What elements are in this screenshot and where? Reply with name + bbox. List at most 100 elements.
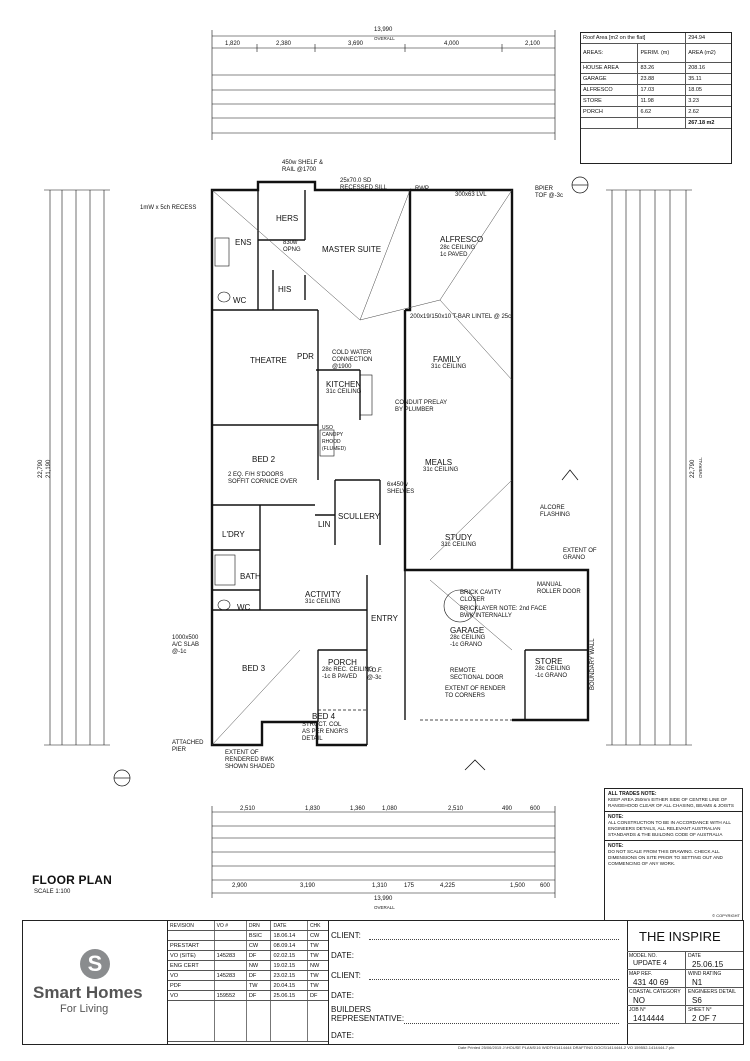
area-row-area: 3.23: [685, 95, 731, 107]
map-value: 431 40 69: [633, 978, 669, 987]
marker-circles: [113, 176, 589, 787]
logo-box: S Smart Homes For Living: [23, 921, 168, 1044]
note-recessed-sill: 25x70.0 SD RECESSED SILL: [340, 178, 388, 191]
rev-row: VO 145283 DF 23.02.15 TW: [168, 970, 328, 981]
engineer-value: S6: [692, 996, 702, 1005]
area-row: STORE 11.98 3.23: [581, 95, 731, 107]
top-overall-label: OVERALL: [374, 36, 395, 41]
logo-icon: S: [80, 949, 110, 979]
rev-header: VO #: [213, 921, 247, 931]
area-row-perim: 83.26: [637, 62, 686, 74]
builders-signature-line[interactable]: [404, 1023, 619, 1024]
client-label-2: CLIENT:: [331, 971, 361, 980]
note-boundary-wall: BOUNDARY WALL: [590, 638, 596, 690]
rev-cell: [213, 960, 247, 971]
room-porch-note: 28c REC. CEILING -1c B PAVED: [322, 667, 374, 680]
top-dim-4: 4,000: [444, 41, 460, 47]
roof-area-value: 294.94: [685, 33, 731, 44]
room-ens: ENS: [235, 238, 252, 247]
rev-cell: PRESTART: [168, 940, 215, 951]
wind-label: WIND RATING: [688, 971, 722, 977]
bottom-dim-1: 2,510: [240, 806, 256, 812]
bottom-dim-4: 1,080: [382, 806, 398, 812]
room-bed3: BED 3: [242, 664, 266, 673]
notes-all-trades: ALL TRADES NOTE: KEEP AREA 250mm EITHER …: [605, 789, 742, 812]
note-lvl-300: 300x63 LVL: [455, 192, 487, 198]
area-table: Roof Area [m2 on the flat] 294.94 AREAS:…: [580, 32, 732, 164]
area-row-name: ALFRESCO: [581, 84, 638, 96]
copyright: © COPYRIGHT: [712, 913, 740, 918]
bottom-dim-5: 2,510: [448, 806, 464, 812]
bottom-dimension-lines: [211, 806, 556, 898]
title-block: S Smart Homes For Living REVISION VO # D…: [22, 920, 744, 1045]
note-soffit-bed2: 2 EQ. F/H S'DOORS SOFFIT CORNICE OVER: [228, 472, 298, 485]
rev-cell: TW: [306, 970, 328, 981]
room-study-note: 31c CEILING: [441, 542, 477, 548]
rev-cell: NW: [245, 960, 271, 971]
area-row: GARAGE 23.88 35.11: [581, 73, 731, 85]
area-row-name: GARAGE: [581, 73, 638, 85]
bottom-total-6: 1,500: [510, 883, 526, 889]
brand-name: Smart Homes: [33, 983, 143, 1002]
room-garage: GARAGE: [450, 626, 485, 635]
plan-scale: SCALE 1:100: [34, 889, 71, 895]
client-signoff: CLIENT: DATE: CLIENT: DATE: BUILDERS REP…: [329, 921, 628, 1044]
project-info: THE INSPIRE MODEL NO. UPDATE 4 DATE 25.0…: [627, 921, 743, 1044]
area-row-perim: 17.03: [637, 84, 686, 96]
bottom-total-1: 2,900: [232, 883, 248, 889]
bottom-dim-6: 490: [502, 806, 513, 812]
client-signature-line-2[interactable]: [369, 979, 619, 980]
right-overall-dim: 22,790: [690, 459, 696, 478]
room-store-note: 28c CEILING -1c GRANO: [535, 666, 571, 679]
builders-label: BUILDERS REPRESENTATIVE:: [331, 1005, 405, 1023]
col-perim: PERIM. (m): [637, 43, 686, 63]
rev-cell: 19.02.15: [270, 960, 308, 971]
sheet-value: 2 OF 7: [692, 1014, 717, 1023]
rev-cell: CW: [306, 930, 328, 941]
note-shelf-rail: 450w SHELF & RAIL @1700: [282, 160, 324, 173]
engineer-label: ENGINEERS DETAIL: [688, 989, 736, 995]
rev-cell: [168, 930, 215, 941]
room-scullery: SCULLERY: [338, 512, 381, 521]
rev-cell: VO: [168, 970, 215, 981]
note-canopy: USO CANOPY RHOOD (FLUMED): [322, 425, 346, 452]
room-wc-ens: WC: [233, 296, 247, 305]
date-label: DATE: [688, 953, 701, 959]
room-store: STORE: [535, 657, 563, 666]
rev-row: VO 159552 DF 25.06.15 DF: [168, 990, 328, 1001]
room-lin: LIN: [318, 520, 331, 529]
date-label-1: DATE:: [331, 951, 354, 960]
rev-cell: TW: [306, 980, 328, 991]
bottom-dim-3: 1,360: [350, 806, 366, 812]
col-area: AREA (m2): [685, 43, 731, 63]
room-garage-note: 28c CEILING -1c GRANO: [450, 635, 486, 648]
top-dimension-lines: [211, 30, 556, 140]
area-row-area: 2.62: [685, 106, 731, 118]
note-tof: T.O.F. @-3c: [367, 668, 383, 681]
rev-cell: 18.06.14: [270, 930, 308, 941]
rev-cell: DF: [306, 990, 328, 1001]
top-overall-dim: 13,990: [374, 27, 393, 33]
area-row: PORCH 6.62 2.62: [581, 106, 731, 118]
room-pdr: PDR: [297, 352, 314, 361]
rev-cell: [213, 940, 247, 951]
bottom-total-5: 4,225: [440, 883, 456, 889]
room-kitchen-note: 31c CEILING: [326, 389, 362, 395]
client-signature-line-1[interactable]: [369, 939, 619, 940]
plan-title: FLOOR PLAN: [32, 873, 112, 887]
section-marks: [464, 469, 579, 771]
area-row-name: HOUSE AREA: [581, 62, 638, 74]
area-row-name: STORE: [581, 95, 638, 107]
bottom-overall-label: OVERALL: [374, 905, 395, 910]
brand-tagline: For Living: [60, 1003, 109, 1015]
room-theatre: THEATRE: [250, 356, 287, 365]
left-dimension-lines: [44, 189, 110, 746]
room-his: HIS: [278, 285, 292, 294]
note-bricklayer: BRICKLAYER NOTE: 2nd FACE BWK INTERNALLY: [460, 606, 547, 619]
top-dim-2: 2,380: [276, 41, 292, 47]
room-meals-note: 31c CEILING: [423, 467, 459, 473]
bottom-dim-7: 600: [530, 806, 541, 812]
note-brick-cavity: BRICK CAVITY CLOSER: [460, 590, 502, 603]
rev-header: REVISION: [168, 921, 215, 931]
rev-cell: 23.02.15: [270, 970, 308, 981]
